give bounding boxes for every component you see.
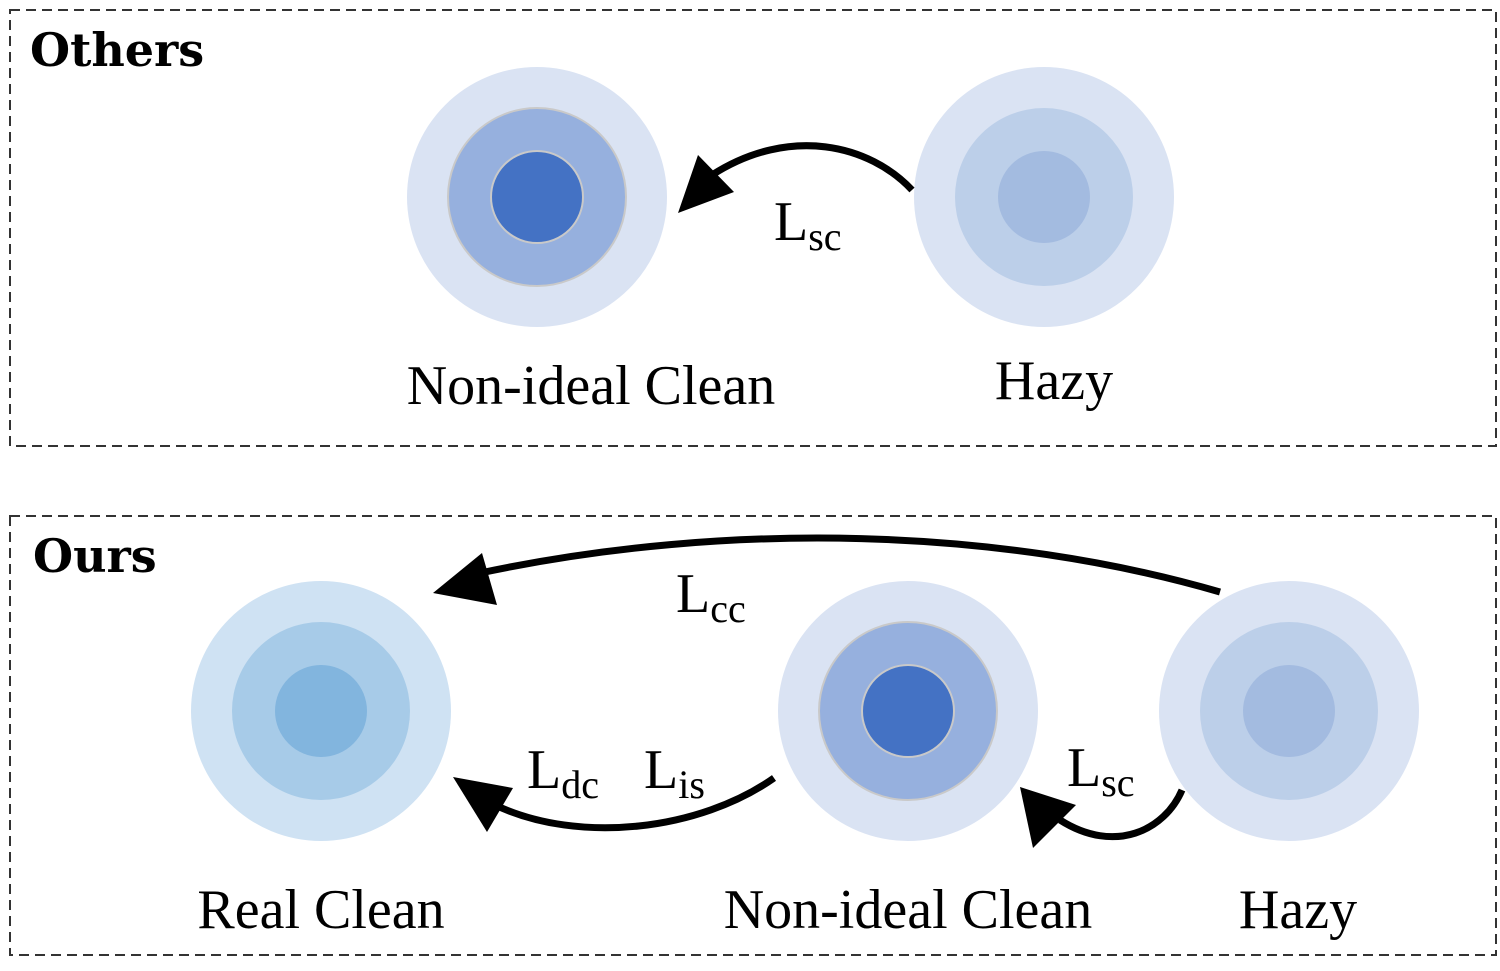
ours-nonideal-label: Non-ideal Clean [724, 879, 1093, 941]
ours-cc-arrow-curve [479, 534, 1221, 596]
others-sc-arrowhead [678, 155, 734, 213]
others-nonideal-node [407, 67, 667, 327]
others-panel: Others Non-ideal Clean Hazy Lsc [9, 9, 1497, 447]
ours-real-core [275, 665, 367, 757]
ours-is-loss-label: Lis [644, 739, 705, 807]
ours-hazy-node [1159, 581, 1419, 841]
ours-real-node [191, 581, 451, 841]
ours-dc-is-arrowhead [453, 777, 513, 832]
ours-sc-arrow [1020, 787, 1186, 848]
ours-dc-is-arrow-curve [493, 775, 777, 832]
ours-dc-loss-label: Ldc [527, 739, 599, 807]
others-sc-arrow [678, 142, 915, 213]
ours-cc-arrowhead [433, 553, 497, 605]
ours-cc-arrow [433, 534, 1221, 605]
ours-hazy-core [1243, 665, 1335, 757]
others-sc-loss-label: Lsc [774, 191, 842, 259]
others-hazy-label: Hazy [995, 350, 1113, 412]
others-panel-title: Others [30, 23, 204, 77]
others-hazy-node [914, 67, 1174, 327]
others-sc-arrow-curve [710, 142, 915, 193]
others-hazy-core [998, 151, 1090, 243]
ours-sc-loss-label: Lsc [1067, 737, 1135, 805]
ours-cc-loss-label: Lcc [676, 563, 746, 631]
others-panel-border [9, 9, 1497, 447]
ours-panel-border [9, 515, 1497, 956]
ours-nonideal-core [861, 664, 955, 758]
ours-dc-is-arrow [453, 775, 777, 832]
ours-real-label: Real Clean [197, 879, 444, 941]
ours-nonideal-node [778, 581, 1038, 841]
ours-sc-arrowhead [1020, 787, 1076, 848]
others-nonideal-label: Non-ideal Clean [407, 355, 776, 417]
ours-hazy-label: Hazy [1239, 879, 1357, 941]
ours-panel-title: Ours [33, 529, 157, 583]
ours-panel: Ours Real Clean Non-ideal Clean Hazy [9, 515, 1497, 956]
others-nonideal-core [490, 150, 584, 244]
ours-sc-arrow-curve [1058, 788, 1186, 841]
